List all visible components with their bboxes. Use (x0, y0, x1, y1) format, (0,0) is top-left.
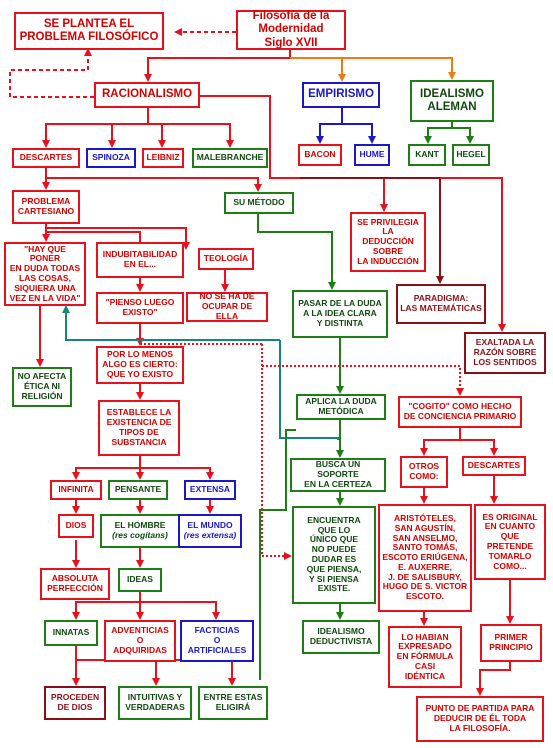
node-el-hombre: EL HOMBRE (res cogitans) (100, 514, 180, 548)
node-autores: ARISTÓTELES, SAN AGUSTÍN, SAN ANSELMO, S… (378, 504, 472, 612)
node-punto-de-partida: PUNTO DE PARTIDA PARA DEDUCIR DE ÉL TODA… (416, 696, 544, 742)
node-encuentra: ENCUENTRA QUE LO ÚNICO QUE NO PUEDE DUDA… (292, 506, 376, 604)
node-idealismo-deductivista: IDEALISMO DEDUCTIVISTA (302, 620, 380, 654)
node-indubitabilidad: INDUBITABILIDAD EN EL... (96, 242, 184, 278)
node-absoluta-perfeccion: ABSOLUTA PERFECCIÓN (40, 568, 110, 600)
node-su-metodo: SU MÉTODO (224, 192, 294, 214)
node-ideas: IDEAS (118, 568, 162, 592)
node-modernidad: Filosofía de la Modernidad Siglo XVII (236, 10, 346, 50)
node-hay-que-poner: "HAY QUE PONER EN DUDA TODAS LAS COSAS, … (4, 242, 86, 306)
node-paradigma: PARADIGMA: LAS MATEMÁTICAS (396, 284, 486, 324)
node-empirismo: EMPIRISMO (302, 82, 380, 108)
node-malebranche: MALEBRANCHE (192, 148, 268, 168)
node-no-se-ha-de-ocupar: NO SE HA DE OCUPAR DE ELLA (186, 291, 268, 322)
node-pensante: PENSANTE (108, 480, 168, 500)
node-lo-habian: LO HABIAN EXPRESADO EN FÓRMULA CASI IDÉN… (388, 626, 462, 688)
el-mundo-label: EL MUNDO (187, 520, 233, 531)
node-leibniz: LEIBNIZ (142, 148, 184, 168)
el-hombre-label: EL HOMBRE (114, 520, 166, 531)
node-cogito: "COGITO" COMO HECHO DE CONCIENCIA PRIMAR… (398, 396, 522, 428)
node-idealismo-aleman: IDEALISMO ALEMAN (410, 80, 494, 122)
node-kant: KANT (408, 144, 446, 166)
el-mundo-subtitle: (res extensa) (183, 530, 237, 540)
node-por-lo-menos: POR LO MENOS ALGO ES CIERTO: QUE YO EXIS… (96, 346, 184, 384)
node-bacon: BACON (298, 144, 342, 166)
node-proceden-de-dios: PROCEDEN DE DIOS (44, 686, 106, 720)
node-problema-cartesiano: PROBLEMA CARTESIANO (12, 190, 80, 224)
node-dios: DIOS (58, 514, 94, 538)
node-racionalismo: RACIONALISMO (94, 82, 200, 108)
node-adventicias: ADVENTICIAS O ADQUIRIDAS (104, 620, 176, 662)
node-entre-estas: ENTRE ESTAS ELIGIRÁ (198, 686, 268, 720)
node-descartes-2: DESCARTES (462, 456, 526, 476)
node-el-mundo: EL MUNDO (res extensa) (178, 514, 242, 548)
node-pasar-de-la-duda: PASAR DE LA DUDA A LA IDEA CLARA Y DISTI… (292, 290, 388, 338)
node-infinita: INFINITA (50, 480, 102, 500)
node-spinoza: SPINOZA (86, 148, 136, 168)
node-no-afecta: NO AFECTA ÉTICA NI RELIGIÓN (12, 367, 72, 407)
node-hume: HUME (354, 144, 390, 166)
node-establece: ESTABLECE LA EXISTENCIA DE TIPOS DE SUBS… (98, 400, 180, 456)
el-hombre-subtitle: (res cogitans) (112, 530, 168, 540)
node-exaltada-la-razon: EXALTADA LA RAZÓN SOBRE LOS SENTIDOS (464, 332, 546, 374)
node-descartes: DESCARTES (12, 148, 80, 168)
node-pienso-luego-existo: "PIENSO LUEGO EXISTO" (96, 292, 184, 324)
node-primer-principio: PRIMER PRINCIPIO (480, 624, 542, 662)
node-hegel: HEGEL (452, 144, 490, 166)
node-aplica-la-duda: APLICA LA DUDA METÓDICA (296, 394, 386, 420)
node-facticias: FACTICIAS O ARTIFICIALES (180, 620, 254, 662)
node-extensa: EXTENSA (184, 480, 236, 500)
node-se-privilegia: SE PRIVILEGIA LA DEDUCCIÓN SOBRE LA INDU… (350, 212, 426, 272)
node-busca-un-soporte: BUSCA UN SOPORTE EN LA CERTEZA (290, 458, 386, 492)
node-teologia: TEOLOGÍA (198, 248, 254, 270)
node-problema-filosofico: SE PLANTEA EL PROBLEMA FILOSÓFICO (14, 12, 164, 50)
node-es-original: ES ORIGINAL EN CUANTO QUE PRETENDE TOMAR… (474, 504, 546, 580)
node-innatas: INNATAS (44, 620, 98, 646)
node-otros-como: OTROS COMO: (400, 456, 448, 488)
node-intuitivas: INTUITIVAS Y VERDADERAS (118, 686, 192, 720)
